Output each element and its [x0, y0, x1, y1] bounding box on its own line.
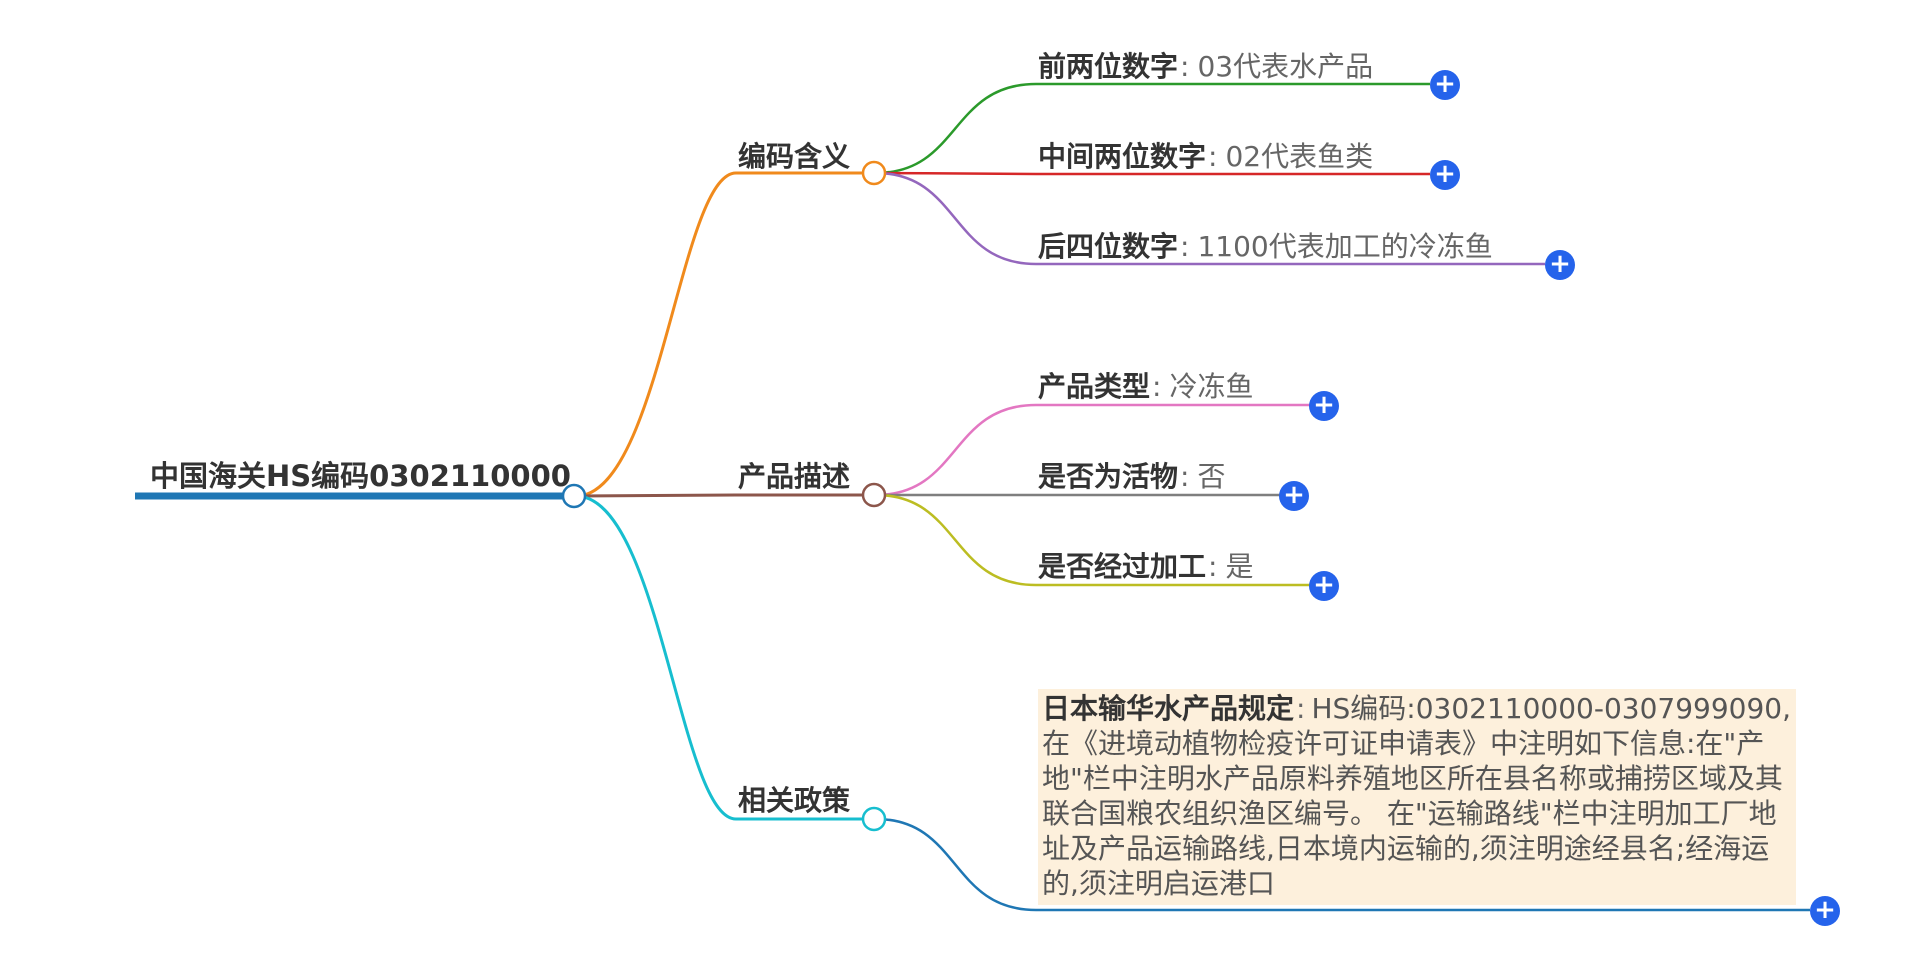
connector-product-leaf-1 [875, 403, 1315, 497]
branch-label-policy[interactable]: 相关政策 [738, 784, 851, 817]
leaf-value: 否 [1197, 460, 1226, 493]
connector-root-to-branch-coding [575, 171, 874, 498]
leaf-separator: : [1208, 550, 1218, 583]
leaf-separator: : [1296, 692, 1306, 725]
leaf-middle-two-digits[interactable]: 中间两位数字:02代表鱼类 [1038, 140, 1373, 174]
leaf-value: 是 [1225, 550, 1254, 583]
expand-plus-icon[interactable]: + [1810, 896, 1840, 926]
leaf-is-processed[interactable]: 是否经过加工:是 [1038, 550, 1253, 584]
expand-plus-icon[interactable]: + [1279, 481, 1309, 511]
leaf-product-type[interactable]: 产品类型:冷冻鱼 [1038, 370, 1253, 404]
expand-plus-icon[interactable]: + [1430, 70, 1460, 100]
branch-product-node-circle[interactable] [861, 482, 887, 508]
leaf-value: 1100代表加工的冷冻鱼 [1197, 230, 1493, 263]
connector-coding-leaf-3 [875, 171, 1545, 266]
leaf-separator: : [1180, 230, 1190, 263]
leaf-value: HS编码:0302110000-0307999090,在《进境动植物检疫许可证申… [1042, 692, 1792, 900]
leaf-separator: : [1208, 140, 1218, 173]
leaf-key: 前两位数字 [1038, 50, 1179, 83]
leaf-separator: : [1180, 50, 1190, 83]
connector-coding-leaf-1 [875, 82, 1430, 175]
expand-plus-icon[interactable]: + [1309, 571, 1339, 601]
branch-label-product[interactable]: 产品描述 [738, 460, 851, 493]
root-label[interactable]: 中国海关HS编码0302110000 [150, 459, 571, 493]
leaf-key: 产品类型 [1038, 370, 1151, 403]
leaf-key: 中间两位数字 [1038, 140, 1207, 173]
leaf-japan-aquatic-import-rules[interactable]: 日本输华水产品规定:HS编码:0302110000-0307999090,在《进… [1038, 689, 1796, 905]
branch-coding-node-circle[interactable] [861, 160, 887, 186]
expand-plus-icon[interactable]: + [1430, 160, 1460, 190]
leaf-is-live[interactable]: 是否为活物:否 [1038, 460, 1225, 494]
connector-product-leaf-3 [875, 493, 1315, 587]
leaf-last-four-digits[interactable]: 后四位数字:1100代表加工的冷冻鱼 [1038, 230, 1493, 264]
leaf-value: 03代表水产品 [1197, 50, 1374, 83]
connector-root-to-branch-policy [575, 494, 874, 821]
connector-policy-leaf-1 [875, 817, 1810, 912]
leaf-value: 02代表鱼类 [1225, 140, 1374, 173]
leaf-first-two-digits[interactable]: 前两位数字:03代表水产品 [1038, 50, 1373, 84]
branch-policy-node-circle[interactable] [861, 806, 887, 832]
leaf-key: 是否经过加工 [1038, 550, 1207, 583]
leaf-separator: : [1152, 370, 1162, 403]
leaf-value: 冷冻鱼 [1169, 370, 1254, 403]
root-node-circle[interactable] [561, 483, 587, 509]
expand-plus-icon[interactable]: + [1309, 391, 1339, 421]
expand-plus-icon[interactable]: + [1545, 250, 1575, 280]
leaf-key: 日本输华水产品规定 [1042, 692, 1295, 725]
leaf-key: 后四位数字 [1038, 230, 1179, 263]
connector-root-to-branch-product [575, 493, 874, 498]
leaf-key: 是否为活物 [1038, 460, 1179, 493]
leaf-separator: : [1180, 460, 1190, 493]
branch-label-coding[interactable]: 编码含义 [738, 140, 851, 173]
connector-coding-leaf-2 [875, 171, 1430, 176]
